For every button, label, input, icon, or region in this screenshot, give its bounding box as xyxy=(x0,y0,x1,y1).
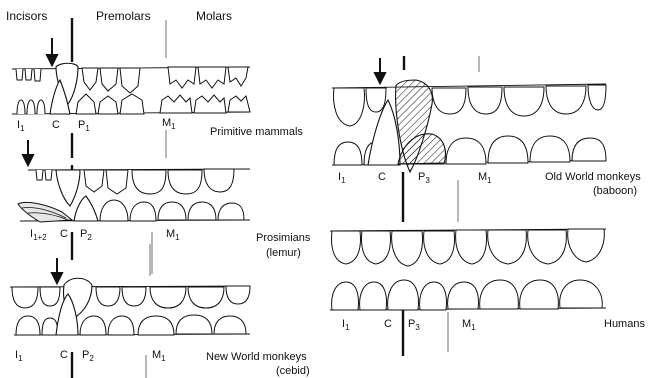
primitive-mammals-caption: Primitive mammals xyxy=(210,126,303,139)
cebid-caption-line2: (cebid) xyxy=(276,365,310,378)
lemur-caption-line2: (lemur) xyxy=(266,247,301,260)
lower-canine xyxy=(74,196,98,221)
upper-incisors xyxy=(334,88,386,126)
lemur-jaw xyxy=(18,140,250,274)
upper-molars xyxy=(504,85,606,116)
humans-caption: Humans xyxy=(604,318,645,331)
diastema-arrow xyxy=(375,58,385,83)
molar-label: M1 xyxy=(162,117,176,133)
incisor-label: I1 xyxy=(342,318,350,334)
lower-teeth xyxy=(332,280,603,310)
canine-label: C xyxy=(60,349,68,361)
premolars-header: Premolars xyxy=(96,10,151,23)
lower-premolars xyxy=(80,316,134,335)
upper-molars xyxy=(132,169,234,194)
upper-premolars xyxy=(432,87,502,114)
upper-molars xyxy=(168,67,248,88)
premolar-label: P3 xyxy=(408,318,420,334)
incisor-label: I1+2 xyxy=(30,228,47,244)
lower-molars xyxy=(160,95,250,113)
upper-molars xyxy=(150,286,250,308)
diastema-arrow xyxy=(47,38,57,65)
upper-canine xyxy=(56,170,80,206)
lower-premolars xyxy=(100,200,128,221)
upper-incisors xyxy=(16,69,41,81)
upper-incisors xyxy=(12,287,60,308)
baboon-caption-line2: (baboon) xyxy=(593,185,637,198)
premolar-label: P3 xyxy=(418,171,430,187)
premolar-label: P1 xyxy=(78,119,90,135)
baboon-caption-line1: Old World monkeys xyxy=(545,171,641,184)
incisor-label: I1 xyxy=(17,119,25,135)
molars-header: Molars xyxy=(196,10,232,23)
upper-premolars xyxy=(96,287,146,306)
lower-premolars xyxy=(76,94,144,114)
canine-label: C xyxy=(378,171,386,183)
incisor-label: I1 xyxy=(15,349,23,365)
diastema-arrow xyxy=(52,258,62,283)
lower-incisors xyxy=(17,100,45,114)
upper-premolars xyxy=(84,170,128,194)
canine-label: C xyxy=(384,318,392,330)
upper-premolars xyxy=(82,68,140,93)
cebid-caption-line1: New World monkeys xyxy=(206,351,307,364)
premolar-label: P2 xyxy=(82,349,94,365)
diastema-arrow xyxy=(23,140,33,165)
incisors-header: Incisors xyxy=(6,10,47,23)
molar-label: M1 xyxy=(152,349,166,365)
lower-molars xyxy=(130,202,244,221)
upper-incisors xyxy=(36,170,52,180)
baboon-jaw xyxy=(332,56,606,222)
upper-teeth xyxy=(332,229,605,266)
molar-label: M1 xyxy=(478,171,492,187)
canine-label: C xyxy=(60,228,68,240)
incisor-label: I1 xyxy=(338,171,346,187)
human-jaw xyxy=(330,229,606,356)
lower-molars xyxy=(446,136,606,164)
premolar-label: P2 xyxy=(80,228,92,244)
molar-label: M1 xyxy=(166,228,180,244)
lower-incisors xyxy=(16,316,58,335)
canine-label: C xyxy=(52,119,60,131)
lemur-caption-line1: Prosimians xyxy=(256,232,310,245)
lower-molars xyxy=(138,315,246,335)
molar-label: M1 xyxy=(462,318,476,334)
tooth-comb xyxy=(18,202,72,222)
